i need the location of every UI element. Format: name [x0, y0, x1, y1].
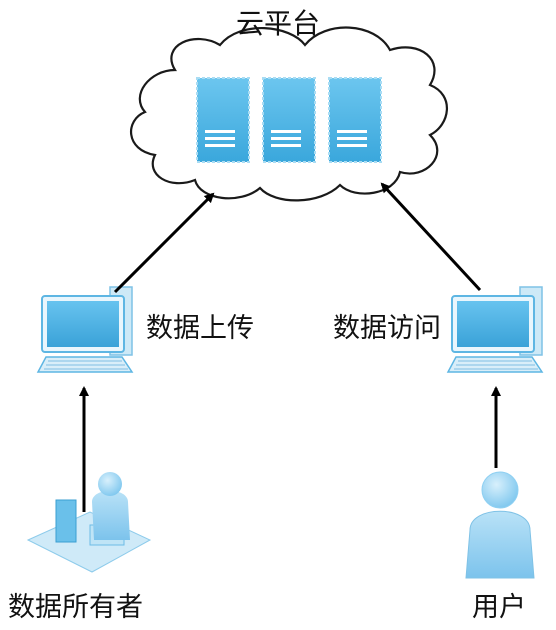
data-owner-icon [26, 472, 152, 573]
user-label: 用户 [472, 592, 526, 623]
owner-computer-icon [36, 286, 134, 373]
data-access-label: 数据访问 [333, 313, 441, 344]
user-computer-icon [446, 286, 544, 373]
arrow-access-to-cloud [380, 182, 482, 292]
user-icon [465, 471, 535, 579]
cloud-platform-label: 云平台 [236, 7, 321, 40]
server-icon [262, 77, 316, 163]
server-icon [196, 77, 250, 163]
arrow-upload-to-cloud [113, 192, 215, 294]
data-upload-label: 数据上传 [146, 313, 254, 344]
server-icon [328, 77, 382, 163]
data-owner-label: 数据所有者 [8, 592, 143, 623]
